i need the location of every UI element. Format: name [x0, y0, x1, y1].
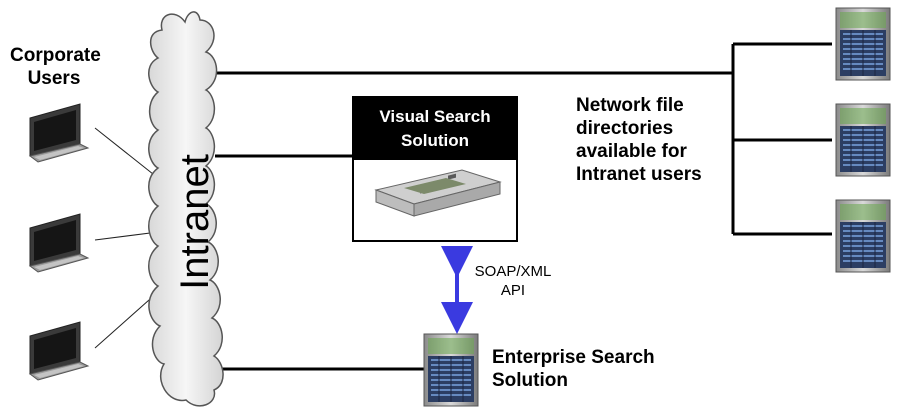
- connection-lines: [195, 42, 832, 371]
- rack-server-icon: [374, 169, 502, 217]
- laptop-links: [94, 127, 159, 349]
- server-tower-icon: [835, 199, 891, 273]
- visual-search-solution-title: Visual Search Solution: [354, 98, 516, 160]
- server-tower-icon: [423, 333, 479, 407]
- intranet-cloud: [148, 11, 224, 407]
- server-tower-icon: [835, 7, 891, 81]
- enterprise-search-solution-label: Enterprise Search Solution: [492, 347, 655, 391]
- laptop-icon: [29, 213, 89, 273]
- server-tower-icon: [835, 103, 891, 177]
- corporate-users-label: Corporate Users: [10, 45, 101, 89]
- laptop-icon: [29, 103, 89, 163]
- laptop-icon: [29, 321, 89, 381]
- network-file-directories-label: Network file directories available for I…: [576, 95, 702, 185]
- visual-search-solution-box: Visual Search Solution: [352, 96, 518, 242]
- soap-xml-api-label: SOAP/XML API: [474, 263, 552, 299]
- intranet-label: Intranet: [173, 154, 217, 290]
